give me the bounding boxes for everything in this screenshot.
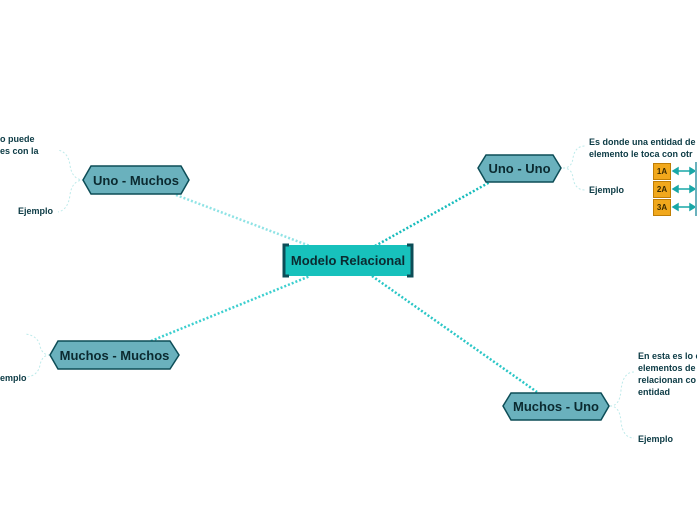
brace-uno-uno <box>562 145 586 191</box>
topic-node-uno-muchos[interactable] <box>82 165 190 195</box>
topic-node-muchos-muchos[interactable] <box>49 340 180 370</box>
example-cell-1a: 1A <box>653 163 671 180</box>
connector-uno-uno <box>374 180 491 248</box>
subtopic-example-uno-muchos[interactable]: Ejemplo <box>18 206 54 216</box>
subtopic-example-muchos-uno[interactable]: Ejemplo <box>638 434 674 444</box>
topic-label-uno-muchos: Uno - Muchos <box>93 172 179 188</box>
central-node-label: Modelo Relacional <box>290 252 406 268</box>
topic-node-muchos-uno[interactable] <box>502 392 610 421</box>
connector-muchos-muchos <box>150 274 311 343</box>
central-node[interactable] <box>282 243 414 278</box>
subtopic-description-uno-muchos[interactable]: o puede es con la <box>0 134 39 156</box>
connector-muchos-uno <box>371 274 538 394</box>
connector-uno-muchos <box>175 193 311 248</box>
topic-label-muchos-uno: Muchos - Uno <box>513 399 599 414</box>
brace-muchos-uno <box>609 371 635 439</box>
subtopic-example-muchos-muchos[interactable]: emplo <box>0 373 27 383</box>
brace-uno-muchos <box>57 149 85 213</box>
example-cell-2a: 2A <box>653 181 671 198</box>
subtopic-example-uno-uno[interactable]: Ejemplo <box>589 185 625 195</box>
subtopic-description-muchos-uno[interactable]: En esta es lo c elementos de relacionan … <box>638 351 697 397</box>
topic-label-muchos-muchos: Muchos - Muchos <box>59 347 170 363</box>
example-arrows <box>671 166 697 212</box>
example-cell-right-edge <box>695 162 697 216</box>
subtopic-description-uno-uno[interactable]: Es donde una entidad de elemento le toca… <box>589 137 696 159</box>
example-cell-3a: 3A <box>653 199 671 216</box>
brace-muchos-muchos <box>25 333 51 378</box>
topic-node-uno-uno[interactable] <box>477 154 562 183</box>
topic-label-uno-uno: Uno - Uno <box>488 161 551 176</box>
